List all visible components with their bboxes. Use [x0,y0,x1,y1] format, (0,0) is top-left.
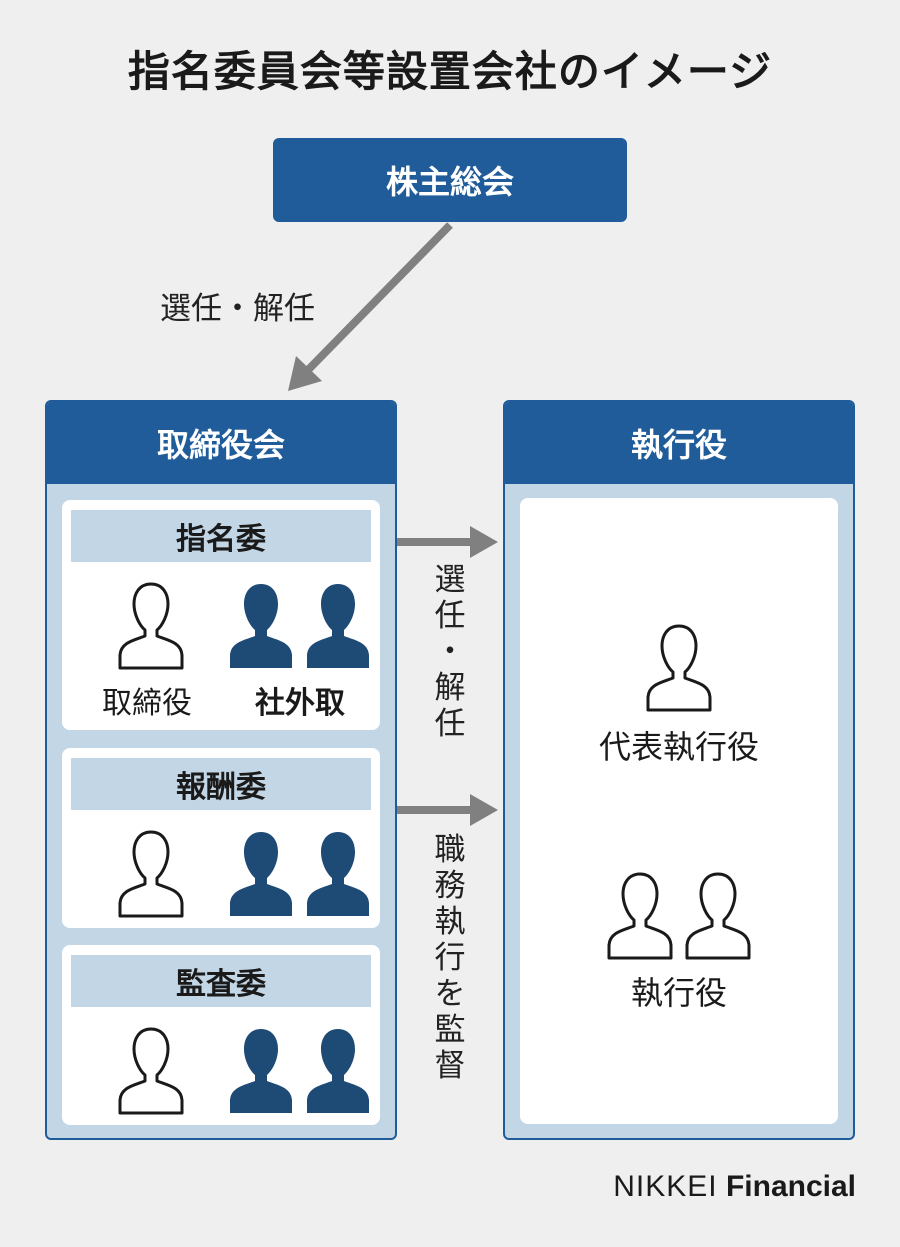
nomination-committee: 指名委 取締役 社外取 [62,500,380,730]
committee-label: 報酬委 [71,758,371,810]
board-panel: 取締役会 指名委 取締役 社外取 報酬委 監査委 [45,400,397,1140]
brand-part1: NIKKEI [613,1170,718,1203]
board-header: 取締役会 [47,402,395,484]
officers-label: 執行役 [630,974,727,1012]
outside-director-label: 社外取 [255,686,345,721]
representative-officer-label: 代表執行役 [598,728,759,766]
elect-dismiss-label: 選任・解任 [160,291,315,327]
executives-box: 代表執行役 執行役 [520,498,838,1124]
page-title: 指名委員会等設置会社のイメージ [127,47,773,96]
committee-label: 指名委 [71,510,371,562]
board-to-executives-arrow-supervise [397,794,498,826]
shareholders-to-board-arrow [288,222,453,391]
shareholders-meeting-label: 株主総会 [385,163,514,201]
compensation-committee: 報酬委 [62,748,380,928]
brand-part2: Financial [725,1170,856,1203]
board-to-executives-arrow-elect [397,526,498,558]
executives-header: 執行役 [505,402,853,484]
nikkei-financial-logo: NIKKEI Financial [613,1170,856,1204]
shareholders-meeting-box: 株主総会 [273,138,627,222]
elect-dismiss-vertical-label: 選 任 ・ 解 任 [434,562,466,742]
supervise-execution-vertical-label: 職 務 執 行 を 監 督 [434,832,466,1084]
committee-label: 監査委 [71,955,371,1007]
executives-panel: 執行役 代表執行役 執行役 [503,400,855,1140]
executives-title: 執行役 [630,426,727,464]
board-title: 取締役会 [156,426,285,464]
director-label: 取締役 [102,686,192,721]
audit-committee: 監査委 [62,945,380,1125]
